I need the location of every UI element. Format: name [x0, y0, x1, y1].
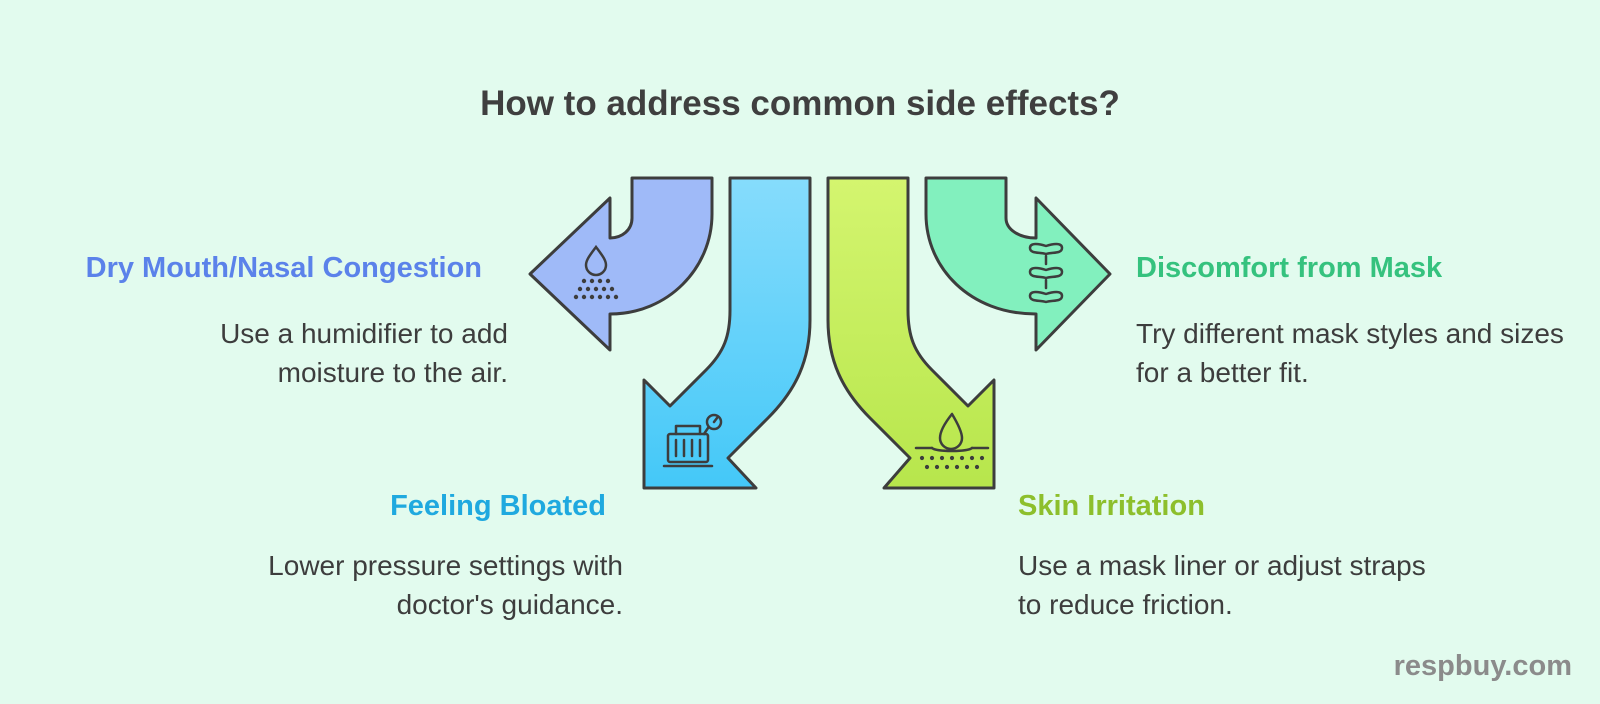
- heading-dry-mouth: Dry Mouth/Nasal Congestion: [85, 252, 482, 284]
- description-dry-mouth: Use a humidifier to add moisture to the …: [220, 318, 508, 388]
- description-feeling-bloated: Lower pressure settings with doctor's gu…: [268, 550, 623, 620]
- heading-feeling-bloated: Feeling Bloated: [390, 490, 606, 522]
- heading-skin-irritation: Skin Irritation: [1018, 490, 1205, 522]
- humidifier-droplet-icon: [573, 244, 619, 300]
- arrow-feeling-bloated: [642, 176, 812, 490]
- pressure-gauge-icon: [662, 413, 723, 468]
- description-discomfort-mask: Try different mask styles and sizes for …: [1136, 318, 1564, 388]
- spine-vertebrae-icon: [1028, 242, 1064, 304]
- skin-drop-icon: [914, 412, 990, 470]
- arrow-skin-irritation: [826, 176, 996, 490]
- description-skin-irritation: Use a mask liner or adjust straps to red…: [1018, 550, 1426, 620]
- arrow-dry-mouth: [528, 176, 714, 352]
- heading-discomfort-mask: Discomfort from Mask: [1136, 252, 1443, 284]
- brand-watermark: respbuy.com: [1393, 650, 1572, 682]
- arrow-discomfort-mask: [924, 176, 1112, 352]
- page-title: How to address common side effects?: [480, 84, 1120, 123]
